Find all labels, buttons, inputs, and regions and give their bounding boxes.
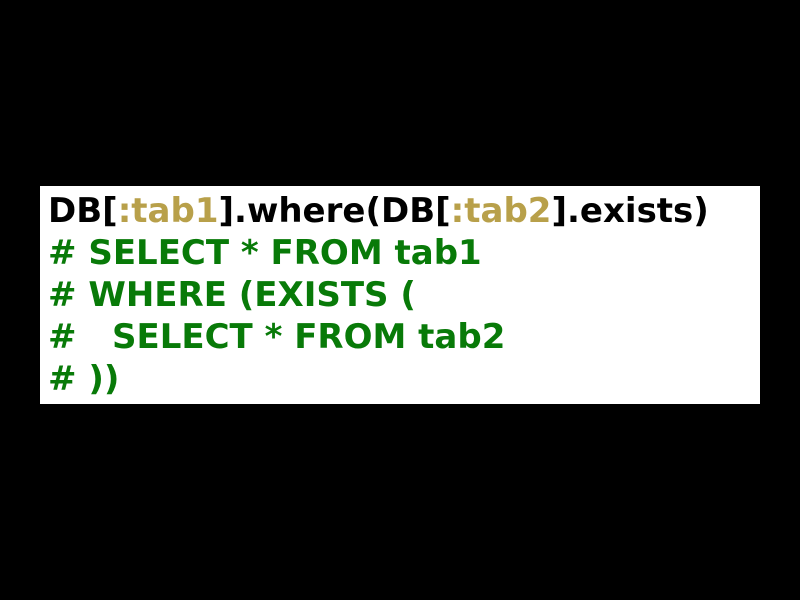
code-comment-line-3: # SELECT * FROM tab2	[48, 317, 506, 357]
code-snippet-card: DB[:tab1].where(DB[:tab2].exists) # SELE…	[40, 186, 760, 404]
code-line-1: DB[:tab1].where(DB[:tab2].exists)	[48, 190, 760, 232]
code-token-exists-call: ].exists)	[551, 191, 709, 231]
code-comment-line-4: # ))	[48, 359, 120, 399]
code-token-where-call: ].where(DB[	[218, 191, 451, 231]
code-comment-line-1: # SELECT * FROM tab1	[48, 233, 482, 273]
code-token-symbol-tab2: :tab2	[450, 191, 552, 231]
code-comment-line-2: # WHERE (EXISTS (	[48, 275, 416, 315]
code-token-symbol-tab1: :tab1	[117, 191, 219, 231]
code-token-db-call: DB[	[48, 191, 118, 231]
